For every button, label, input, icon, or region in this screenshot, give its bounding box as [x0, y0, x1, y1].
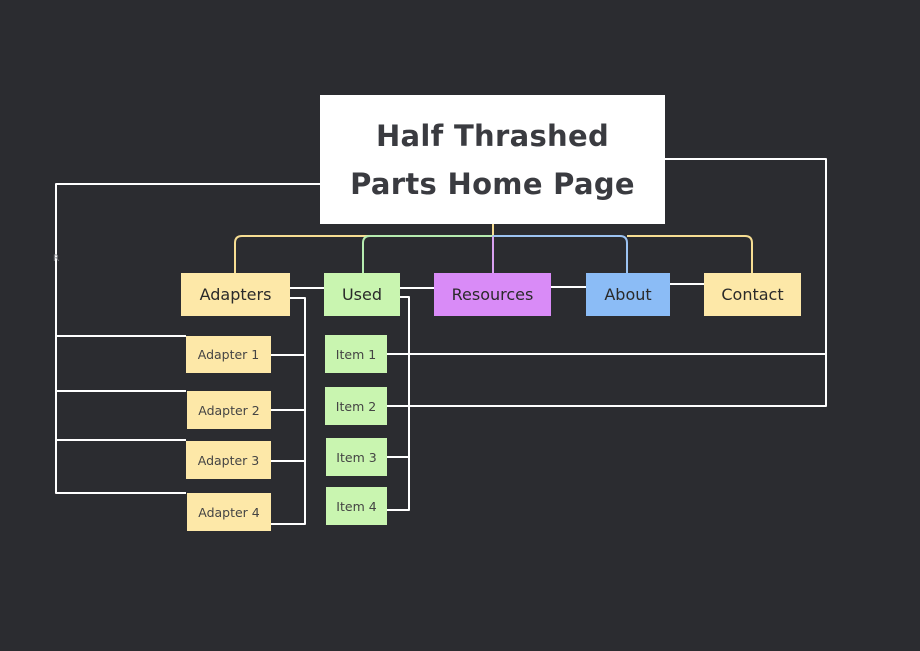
node-item-2[interactable]: Item 2	[325, 387, 387, 425]
used-bracket	[387, 296, 410, 511]
node-adapter-4[interactable]: Adapter 4	[187, 493, 271, 531]
adapters-bracket	[271, 297, 306, 525]
node-adapter-1[interactable]: Adapter 1	[186, 336, 271, 373]
node-contact[interactable]: Contact	[704, 273, 801, 316]
node-resources[interactable]: Resources	[434, 273, 551, 316]
branch-to-adapters	[234, 224, 494, 273]
root-title-line-1: Half Thrashed	[375, 118, 610, 153]
branch-to-used	[362, 235, 493, 273]
branch-to-about	[493, 235, 628, 273]
root-node-title[interactable]: Half Thrashed Parts Home Page	[320, 95, 665, 224]
node-adapter-2[interactable]: Adapter 2	[187, 391, 271, 429]
node-adapters[interactable]: Adapters	[181, 273, 290, 316]
node-item-3[interactable]: Item 3	[326, 438, 387, 476]
stray-marker-text: R	[53, 254, 60, 264]
node-used[interactable]: Used	[324, 273, 400, 316]
node-adapter-3[interactable]: Adapter 3	[186, 441, 271, 479]
root-title-line-2: Parts Home Page	[350, 166, 635, 201]
node-about[interactable]: About	[586, 273, 670, 316]
branch-to-contact	[627, 235, 753, 273]
node-item-4[interactable]: Item 4	[326, 487, 387, 525]
node-item-1[interactable]: Item 1	[325, 335, 387, 373]
